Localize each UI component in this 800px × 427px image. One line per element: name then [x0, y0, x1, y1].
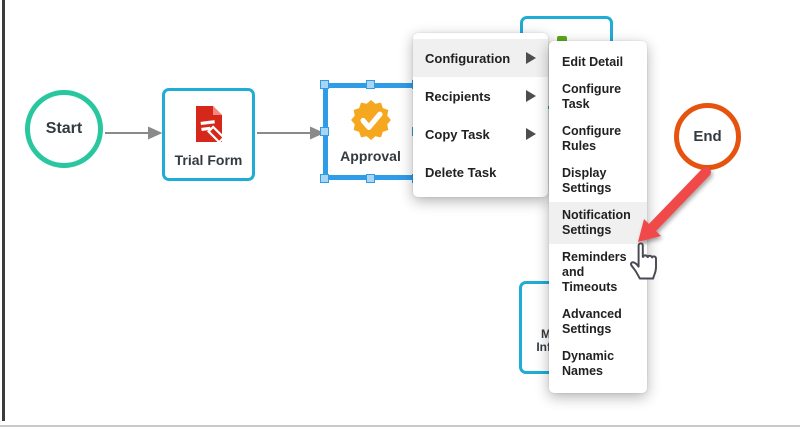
submenu-item-configure-task[interactable]: Configure Task [562, 82, 622, 111]
selection-handle-left-mid[interactable] [320, 127, 329, 136]
submenu-item-edit-detail[interactable]: Edit Detail [562, 55, 624, 69]
selection-handle-top-left[interactable] [320, 80, 329, 89]
document-edit-icon [191, 104, 227, 149]
submenu-item-configure-rules[interactable]: Configure Rules [562, 124, 622, 153]
submenu-item-advanced-settings[interactable]: Advanced Settings [562, 307, 622, 336]
selection-handle-bottom-mid[interactable] [366, 174, 375, 183]
context-menu: Configuration Recipients Copy Task Delet… [413, 33, 548, 197]
end-node-label: End [693, 128, 722, 145]
start-node-label: Start [45, 120, 83, 137]
end-node[interactable]: End [674, 103, 741, 170]
trial-form-node[interactable]: Trial Form [162, 88, 255, 181]
submenu-arrow-icon [526, 90, 536, 102]
submenu-item-dynamic-names[interactable]: Dynamic Names [562, 349, 615, 378]
approval-node-selected[interactable]: Approval [323, 83, 418, 180]
menu-item-delete-task[interactable]: Delete Task [425, 164, 497, 180]
approval-badge-icon [350, 99, 392, 146]
window-left-edge [2, 0, 5, 421]
submenu-arrow-icon [526, 52, 536, 64]
start-node[interactable]: Start [25, 90, 103, 168]
approval-label: Approval [340, 148, 401, 164]
menu-item-configuration[interactable]: Configuration [413, 39, 548, 77]
submenu-item-reminders-and-timeouts[interactable]: Reminders and Timeouts [562, 250, 627, 294]
submenu-item-notification-settings[interactable]: Notification Settings [549, 202, 647, 244]
configuration-submenu: Edit Detail Configure Task Configure Rul… [549, 41, 647, 393]
submenu-arrow-icon [526, 128, 536, 140]
window-bottom-edge [0, 425, 800, 427]
selection-handle-top-mid[interactable] [366, 80, 375, 89]
selection-handle-bottom-left[interactable] [320, 174, 329, 183]
submenu-item-display-settings[interactable]: Display Settings [562, 166, 612, 195]
trial-form-label: Trial Form [174, 151, 243, 168]
menu-item-copy-task[interactable]: Copy Task [413, 115, 548, 153]
menu-item-recipients[interactable]: Recipients [413, 77, 548, 115]
